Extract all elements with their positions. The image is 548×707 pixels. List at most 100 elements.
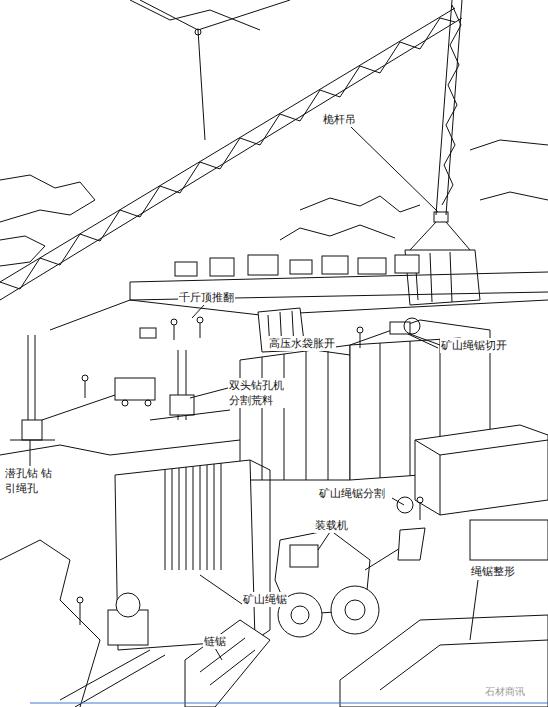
- cut-line: [328, 348, 329, 480]
- rail: [75, 655, 165, 707]
- leader-line: [200, 575, 242, 604]
- callout-label: 千斤顶推翻: [178, 290, 235, 305]
- callout-label: 矿山绳锯分割: [318, 486, 386, 501]
- rail: [410, 334, 440, 345]
- compressor: [115, 378, 155, 400]
- cut-line: [262, 357, 263, 480]
- worker: [200, 323, 201, 338]
- leader-line: [215, 648, 222, 660]
- watermark: 石材商讯: [484, 684, 526, 699]
- crane-lattice: [442, 5, 461, 205]
- worker: [85, 381, 86, 398]
- cut-line: [214, 464, 215, 570]
- dth-drill: [22, 420, 42, 440]
- stone-block: [322, 256, 348, 274]
- worker: [82, 375, 88, 381]
- callout-label: 潜孔钻 钻引绳孔: [4, 466, 58, 496]
- cut-line: [172, 469, 173, 570]
- loader-cab: [290, 545, 318, 567]
- rock-outline: [480, 192, 548, 200]
- crane-mast: [436, 0, 452, 215]
- bench-edge: [0, 440, 240, 455]
- callout-label: 链锯: [203, 634, 227, 649]
- callout-label: 矿山绳锯切开: [440, 338, 508, 353]
- stone-block: [358, 258, 386, 274]
- rock-outline: [470, 140, 548, 150]
- rock-outline: [130, 0, 260, 30]
- stone-block: [248, 255, 278, 275]
- bottom-rule: [30, 703, 548, 704]
- worker: [174, 325, 175, 340]
- worker: [197, 317, 203, 323]
- callout-label: 装载机: [314, 518, 349, 533]
- cut-line: [179, 468, 180, 570]
- hose: [42, 395, 115, 420]
- crane-lattice: [0, 18, 455, 289]
- callout-label: 双头钻孔机 分割荒料: [228, 378, 292, 408]
- block-line: [450, 252, 452, 302]
- saw-wheel: [397, 497, 413, 513]
- rock-outline: [280, 225, 395, 240]
- sling: [446, 222, 470, 250]
- pulley: [195, 29, 201, 35]
- callout-label: 桅杆吊: [322, 112, 357, 127]
- callout-label: 高压水袋胀开: [268, 336, 336, 351]
- cut-line: [380, 343, 381, 478]
- cut-line: [200, 466, 201, 570]
- worker: [171, 319, 177, 325]
- block-edge: [440, 455, 441, 515]
- leader-line: [392, 498, 404, 505]
- rock-outline: [300, 196, 420, 212]
- crane-mast: [446, 0, 462, 215]
- drill-base: [10, 440, 55, 441]
- wheel: [122, 400, 128, 406]
- leader-line: [190, 388, 228, 398]
- stone-block: [175, 262, 197, 276]
- cut-line: [207, 465, 208, 570]
- stone-block: [395, 255, 419, 273]
- leader-line: [470, 580, 478, 640]
- cable: [140, 0, 198, 30]
- cut-line: [306, 351, 307, 480]
- cut-line: [410, 341, 411, 476]
- stone-block: [470, 520, 548, 560]
- loader-wheel: [345, 600, 365, 620]
- loader-wheel: [331, 586, 379, 634]
- cut-line: [193, 467, 194, 570]
- shaping-machine: [380, 645, 440, 690]
- loader-bucket: [398, 528, 425, 560]
- stone-block: [290, 260, 312, 274]
- rock-outline: [0, 175, 95, 222]
- stone-block: [240, 345, 350, 480]
- jack: [140, 328, 156, 338]
- rock-outline: [0, 540, 100, 707]
- cut-line: [284, 354, 285, 480]
- cable: [198, 0, 290, 30]
- hook-block: [434, 212, 448, 222]
- chain-saw: [210, 650, 255, 685]
- loader-wheel: [291, 606, 309, 624]
- leader-line: [318, 532, 330, 550]
- cut-line: [186, 467, 187, 570]
- stone-block: [210, 258, 234, 276]
- saw-wheel: [404, 318, 420, 334]
- sling: [410, 222, 436, 250]
- drill-rail: [150, 410, 230, 420]
- wheel: [145, 400, 151, 406]
- crane-boom: [0, 18, 462, 300]
- shaping-machine: [340, 615, 548, 707]
- worker: [360, 333, 361, 348]
- cable: [198, 30, 205, 140]
- leader-line: [30, 440, 31, 468]
- cut-line: [165, 470, 166, 570]
- callout-label: 矿山绳锯: [242, 592, 288, 607]
- worker: [77, 597, 83, 603]
- worker: [420, 503, 421, 520]
- callout-label: 绳锯整形: [470, 564, 516, 579]
- shaping-machine: [440, 640, 548, 645]
- stone-block: [415, 425, 548, 515]
- saw-wheel: [116, 593, 140, 617]
- leader-line: [350, 126, 438, 212]
- cut-line: [221, 463, 222, 570]
